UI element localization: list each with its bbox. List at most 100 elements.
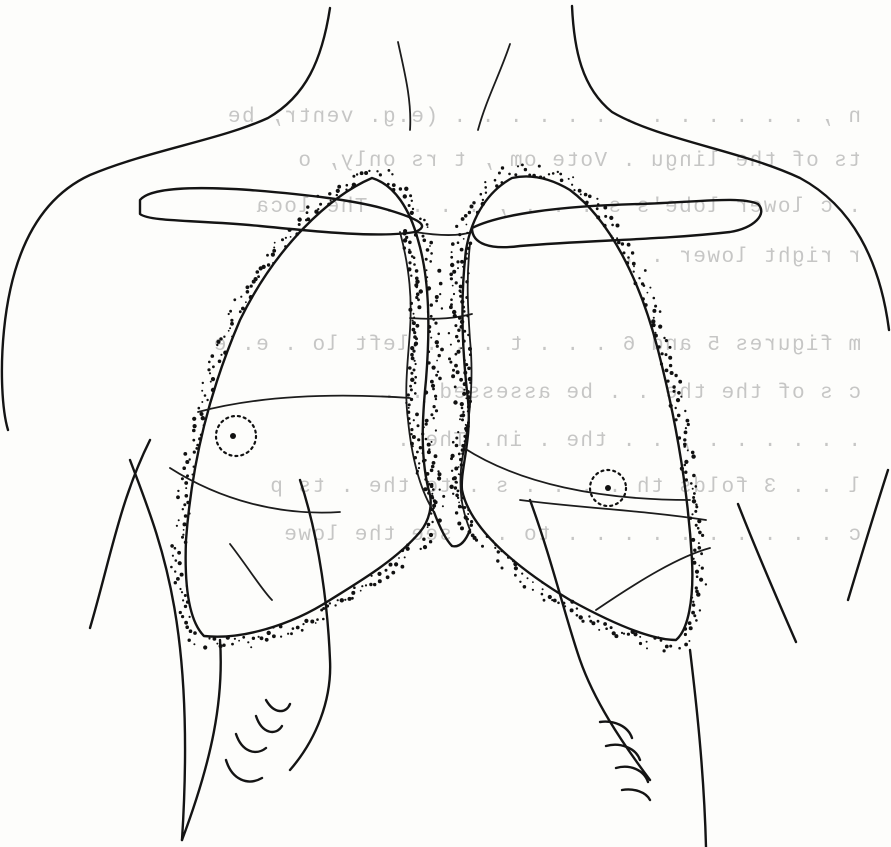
stipple-dot (233, 298, 236, 301)
stipple-dot (180, 573, 184, 577)
stipple-dot (469, 242, 473, 246)
stipple-dot (401, 549, 404, 552)
stipple-dot (184, 594, 187, 597)
stipple-dot (627, 633, 630, 636)
stipple-dot (408, 250, 412, 254)
stipple-dot (181, 477, 184, 480)
left-hand-finger-4 (266, 700, 290, 711)
stipple-dot (414, 382, 417, 385)
stipple-dot (669, 645, 672, 648)
stipple-dot (427, 286, 431, 290)
stipple-dot (494, 543, 497, 546)
stipple-dot (512, 559, 515, 562)
stipple-dot (182, 508, 184, 510)
stipple-dot (408, 241, 412, 245)
stipple-dot (458, 473, 460, 475)
stipple-dot (266, 254, 269, 257)
stipple-dot (463, 330, 466, 333)
stipple-dot (414, 392, 417, 395)
stipple-dot (470, 205, 474, 209)
stipple-dot (183, 452, 187, 456)
stipple-dot (427, 450, 431, 454)
stipple-dot (501, 181, 504, 184)
stipple-dot (435, 374, 438, 377)
stipple-dot (373, 583, 376, 586)
stipple-dot (666, 380, 669, 383)
stipple-dot (412, 350, 415, 353)
stipple-dot (337, 599, 339, 601)
stipple-dot (450, 277, 453, 280)
stipple-dot (605, 627, 608, 630)
stipple-dot (407, 393, 410, 396)
stipple-dot (412, 445, 414, 447)
stipple-dot (542, 588, 544, 590)
stipple-dot (223, 351, 227, 355)
stipple-dot (460, 347, 462, 349)
stipple-dot (394, 562, 398, 566)
stipple-dot (418, 467, 420, 469)
stipple-dot (403, 238, 407, 242)
stipple-dot (385, 569, 388, 572)
stipple-dot (684, 471, 687, 474)
stipple-dot (207, 368, 210, 371)
stipple-dot (521, 164, 524, 167)
stipple-dot (431, 384, 435, 388)
stipple-dot (469, 400, 472, 403)
stipple-dot (431, 521, 433, 523)
stipple-dot (409, 194, 412, 197)
stipple-dot (296, 626, 300, 630)
stipple-dot (299, 230, 301, 232)
stipple-dot (408, 366, 412, 370)
stipple-dot (663, 337, 665, 339)
stipple-dot (693, 492, 696, 495)
stipple-dot (201, 390, 203, 392)
stipple-dot (678, 647, 681, 650)
stipple-dot (452, 310, 456, 314)
stipple-dot (430, 252, 433, 255)
stipple-dot (386, 575, 390, 579)
stipple-dot (429, 533, 433, 537)
stipple-dot (623, 251, 626, 254)
stipple-dot (416, 324, 420, 328)
stipple-dot (184, 541, 188, 545)
stipple-dot (616, 224, 620, 228)
stipple-dot (428, 483, 431, 486)
stipple-dot (450, 298, 453, 301)
stipple-dot (195, 447, 198, 450)
stipple-dot (430, 469, 434, 473)
stipple-dot (417, 298, 420, 301)
stipple-dot (665, 339, 668, 342)
stipple-dot (699, 578, 703, 582)
stipple-dot (174, 581, 177, 584)
stipple-dot (409, 216, 412, 219)
stipple-dot (576, 614, 579, 617)
stipple-dot (405, 402, 407, 404)
stipple-dot (501, 166, 504, 169)
stipple-dot (388, 169, 391, 172)
stipple-dot (460, 291, 462, 293)
stipple-dot (596, 215, 600, 219)
stipple-dot (438, 472, 442, 476)
stipple-dot (184, 605, 187, 608)
stipple-dot (404, 187, 408, 191)
stipple-dot (432, 318, 435, 321)
stipple-dot (454, 386, 457, 389)
stipple-dot (439, 282, 443, 286)
stipple-dot (463, 389, 465, 391)
stipple-dot (408, 407, 410, 409)
stipple-dot (603, 206, 607, 210)
stipple-dot (705, 583, 707, 585)
stipple-dot (411, 200, 413, 202)
stipple-dot (692, 558, 694, 560)
stipple-dot (453, 293, 455, 295)
stipple-dot (422, 459, 426, 463)
stipple-dot (419, 446, 422, 449)
stipple-dot (450, 344, 452, 346)
stipple-dot (193, 643, 195, 645)
stipple-dot (330, 200, 332, 202)
stipple-dot (271, 253, 275, 257)
stipple-dot (472, 201, 475, 204)
stipple-dot (430, 337, 432, 339)
stipple-dot (456, 481, 458, 483)
